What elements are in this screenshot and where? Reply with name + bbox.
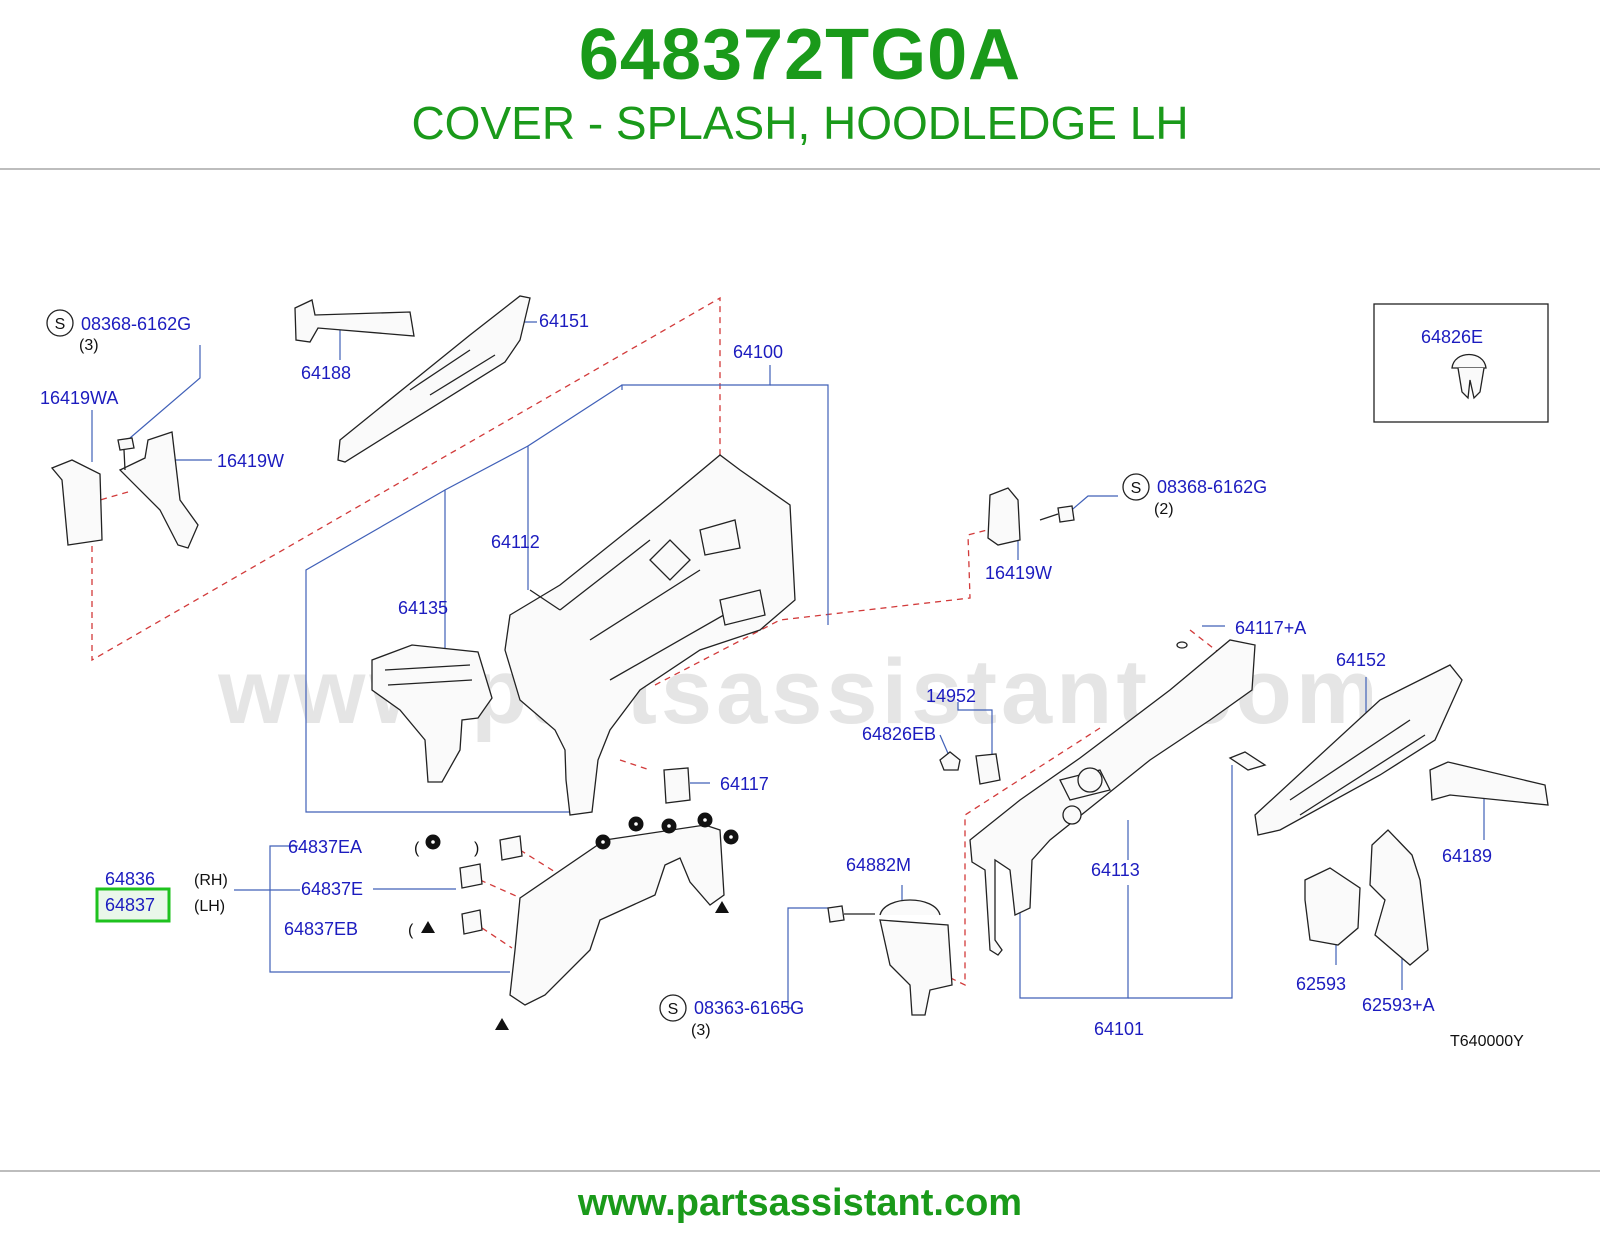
callout-16419W-left[interactable]: 16419W (217, 451, 284, 471)
callout-64189[interactable]: 64189 (1442, 846, 1492, 866)
diagram-code: T640000Y (1450, 1033, 1524, 1050)
page-title: 648372TG0A (578, 15, 1022, 95)
highlight-box-64837 (95, 887, 171, 923)
callout-64135[interactable]: 64135 (398, 598, 448, 618)
callout-64117[interactable]: 64117 (720, 774, 769, 794)
callout-08368-6162G-right[interactable]: 08368-6162G (1157, 477, 1267, 497)
callout-64837[interactable]: 64837 (105, 895, 155, 915)
callout-64151[interactable]: 64151 (539, 311, 589, 331)
s-circle-label-2: S (1131, 480, 1142, 497)
callout-64837EB[interactable]: 64837EB (284, 919, 358, 939)
callout-64113[interactable]: 64113 (1091, 860, 1140, 880)
callout-62593A[interactable]: 62593+A (1362, 995, 1435, 1015)
callout-64117A[interactable]: 64117+A (1235, 618, 1306, 638)
callout-64837EA[interactable]: 64837EA (288, 837, 362, 857)
s-circle-label-3: S (668, 1001, 679, 1018)
callout-64826E[interactable]: 64826E (1421, 327, 1483, 347)
footer-divider (0, 1170, 1600, 1172)
part-outlines (50, 295, 1549, 1016)
callout-lh: (LH) (194, 898, 225, 915)
header-divider (0, 168, 1600, 170)
s-circles (46, 309, 1150, 1022)
triangle-markers (421, 901, 729, 1030)
callout-qty-3-left: (3) (79, 337, 99, 354)
callout-08363-6165G[interactable]: 08363-6165G (694, 998, 804, 1018)
callout-qty-3-bottom: (3) (691, 1022, 711, 1039)
callout-rh: (RH) (194, 872, 228, 889)
page-subtitle: COVER - SPLASH, HOODLEDGE LH (411, 97, 1189, 149)
callout-64100[interactable]: 64100 (733, 342, 783, 362)
paren-open-1: ( (414, 840, 420, 857)
inset-box-64826E (1373, 303, 1549, 423)
callout-62593[interactable]: 62593 (1296, 974, 1346, 994)
callout-14952[interactable]: 14952 (926, 686, 976, 706)
callout-64152[interactable]: 64152 (1336, 650, 1386, 670)
callout-64836[interactable]: 64836 (105, 869, 155, 889)
callout-64112[interactable]: 64112 (491, 532, 540, 552)
callout-qty-2: (2) (1154, 501, 1174, 518)
washer-dot-centers (431, 818, 733, 844)
callout-16419W-right[interactable]: 16419W (985, 563, 1052, 583)
s-circle-label-1: S (55, 316, 66, 333)
callout-64101[interactable]: 64101 (1094, 1019, 1144, 1039)
callout-64826EB[interactable]: 64826EB (862, 724, 936, 744)
callout-64882M[interactable]: 64882M (846, 855, 911, 875)
callout-64188[interactable]: 64188 (301, 363, 351, 383)
paren-open-2: ( (408, 922, 414, 939)
footer-url[interactable]: www.partsassistant.com (577, 1182, 1023, 1224)
paren-close-1: ) (474, 840, 479, 857)
callout-08368-6162G-left[interactable]: 08368-6162G (81, 314, 191, 334)
callout-16419WA[interactable]: 16419WA (40, 388, 118, 408)
callout-64837E[interactable]: 64837E (301, 879, 363, 899)
leader-lines (91, 321, 1485, 1009)
